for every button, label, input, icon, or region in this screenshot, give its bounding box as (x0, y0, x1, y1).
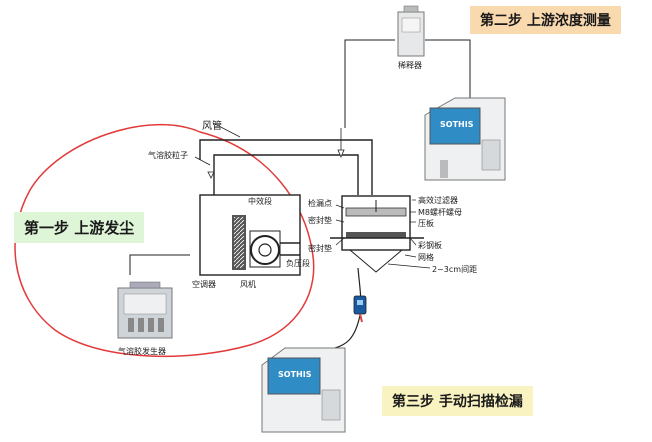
label-aerosol-particles: 气溶胶粒子 (148, 151, 188, 160)
label-fan: 风机 (240, 280, 256, 289)
label-leak-point: 检漏点 (308, 199, 332, 208)
step2-callout: 第二步 上游浓度测量 (470, 6, 621, 34)
diluter-device (397, 5, 425, 57)
step3-callout: 第三步 手动扫描检漏 (382, 386, 533, 416)
step1-circle (14, 124, 315, 358)
label-seal-gasket-bottom: 密封垫 (308, 244, 332, 253)
label-mid-filter: 中效段 (248, 197, 272, 206)
label-grille: 网格 (418, 253, 434, 262)
label-duct: 风管 (202, 121, 222, 132)
label-hepa-filter: 高效过滤器 (418, 196, 458, 205)
label-color-steel-plate: 彩钢板 (418, 241, 442, 250)
label-aerosol-generator: 气溶胶发生器 (118, 347, 166, 356)
label-diluter: 稀释器 (398, 61, 422, 70)
label-negative-pressure: 负压段 (286, 259, 310, 268)
aerosol-generator-device (117, 281, 173, 339)
step1-callout: 第一步 上游发尘 (14, 212, 145, 243)
label-distance: 2~3cm间距 (432, 265, 478, 274)
label-m8-bolt: M8螺杆螺母 (418, 208, 462, 217)
counter-brand-upstream: SOTHIS (440, 120, 474, 129)
particle-counter-downstream (261, 347, 346, 433)
counter-brand-downstream: SOTHIS (278, 370, 312, 379)
label-ac-unit: 空调器 (192, 280, 216, 289)
label-seal-gasket-top: 密封垫 (308, 216, 332, 225)
label-pressure-plate: 压板 (418, 219, 434, 228)
particle-counter-upstream (424, 97, 506, 181)
